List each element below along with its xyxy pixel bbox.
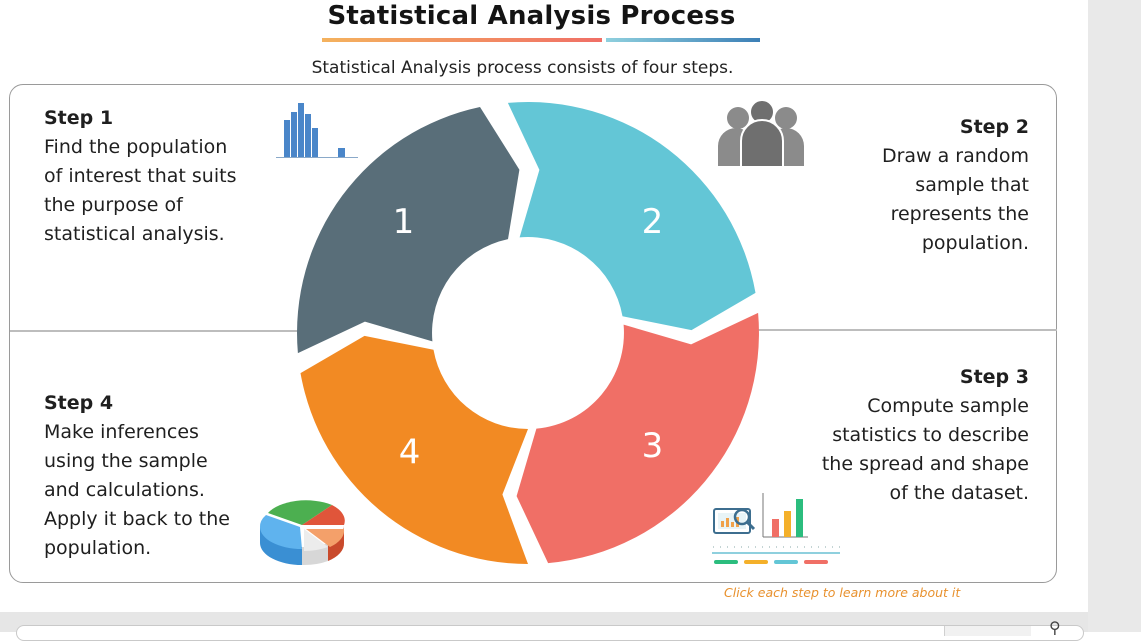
analytics-dashboard-icon: [712, 493, 840, 564]
bottom-input-button[interactable]: [944, 626, 1031, 636]
step-4-line: population.: [44, 537, 152, 559]
step-2-line: Draw a random: [881, 145, 1029, 167]
search-icon[interactable]: ⚲: [1049, 618, 1061, 637]
step-3-line: statistics to describe: [832, 424, 1029, 446]
cycle-number-1: 1: [393, 202, 415, 242]
click-hint: Click each step to learn more about it: [724, 585, 961, 600]
step-1-heading: Step 1: [44, 107, 114, 129]
cycle-segment-2[interactable]: [507, 102, 756, 331]
cycle-number-4: 4: [399, 432, 421, 472]
diagram-frame: [9, 84, 1057, 583]
step-2-heading: Step 2: [959, 116, 1029, 138]
cycle-number-3: 3: [642, 426, 664, 466]
step-1-line: statistical analysis.: [44, 223, 225, 245]
step-1-line: Find the population: [44, 136, 228, 158]
right-scroll-panel: [1088, 0, 1141, 632]
step-1-line: of interest that suits: [44, 165, 237, 187]
cycle-segment-4[interactable]: [300, 335, 529, 564]
cycle-segment-1[interactable]: [297, 107, 520, 354]
step-3-line: of the dataset.: [889, 482, 1029, 504]
title-underline-blue: [606, 38, 760, 42]
cycle-number-2: 2: [642, 202, 664, 242]
step-3-heading: Step 3: [959, 366, 1029, 388]
step-2-line: sample that: [915, 174, 1029, 196]
step-3-line: Compute sample: [867, 395, 1029, 417]
step-3-text[interactable]: Step 3 Compute sample statistics to desc…: [822, 363, 1029, 508]
step-1-line: the purpose of: [44, 194, 183, 216]
step-4-line: and calculations.: [44, 479, 205, 501]
bottom-input-field[interactable]: [16, 625, 1084, 641]
people-group-icon: [718, 99, 804, 168]
step-2-line: represents the: [890, 203, 1029, 225]
step-3-line: the spread and shape: [821, 453, 1029, 475]
step-4-line: Apply it back to the: [44, 508, 230, 530]
step-4-line: using the sample: [44, 450, 208, 472]
divider-right: [757, 329, 1057, 331]
cycle-segment-3[interactable]: [516, 312, 759, 564]
step-4-line: Make inferences: [44, 421, 199, 443]
page-title: Statistical Analysis Process: [327, 1, 736, 31]
step-4-text[interactable]: Step 4 Make inferences using the sample …: [44, 389, 230, 563]
step-2-line: population.: [921, 232, 1029, 254]
histogram-icon: [276, 103, 358, 158]
divider-left: [10, 330, 302, 332]
step-2-text[interactable]: Step 2 Draw a random sample that represe…: [882, 113, 1029, 258]
step-1-text[interactable]: Step 1 Find the population of interest t…: [44, 104, 236, 249]
title-underline-orange: [322, 38, 602, 42]
subtitle: Statistical Analysis process consists of…: [311, 58, 734, 78]
step-4-heading: Step 4: [44, 392, 114, 414]
pie-chart-3d-icon: [259, 500, 345, 566]
